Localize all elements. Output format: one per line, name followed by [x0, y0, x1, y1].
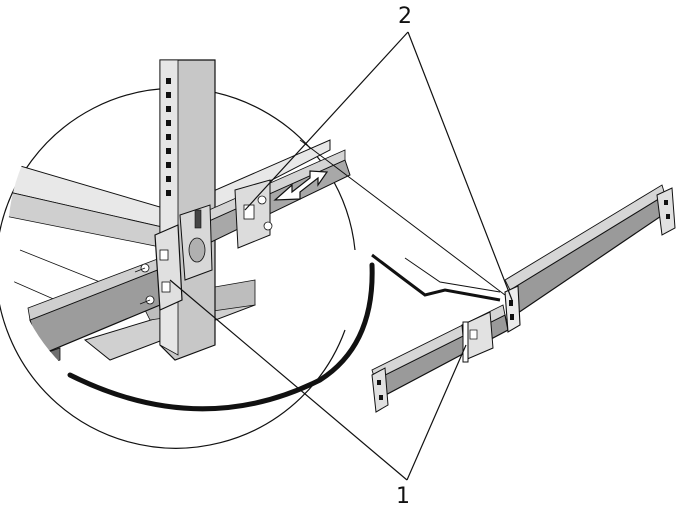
- magnifier-projection-lines: [299, 139, 506, 302]
- callout-label-2: 2: [398, 4, 412, 29]
- detail-magnifier: [0, 59, 375, 449]
- rail-assembly: [371, 184, 676, 413]
- callout-label-1: 1: [396, 484, 410, 509]
- callout-1-leaders: [169, 279, 467, 481]
- callout-2-leaders: [244, 31, 513, 301]
